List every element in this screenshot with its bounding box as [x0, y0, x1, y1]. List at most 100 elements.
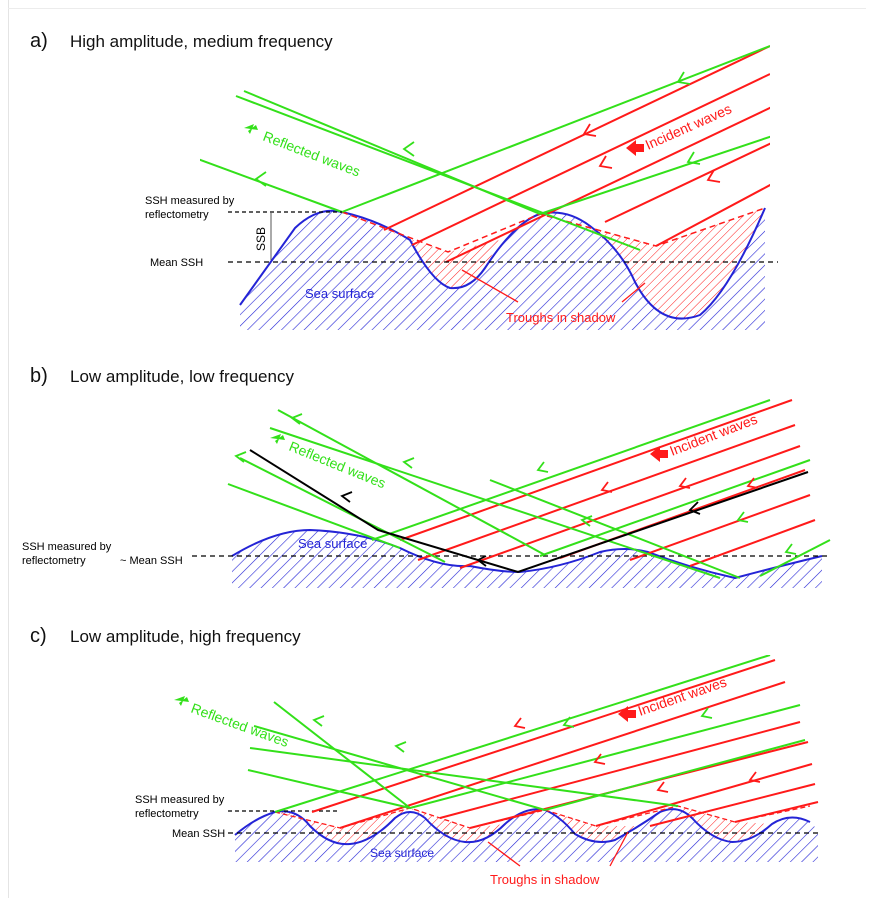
panel-b-reflected-ray: [227, 483, 401, 549]
panel-a-incident-ray: [383, 45, 770, 231]
panel-a-incident-arrow-icon: [626, 140, 644, 156]
panel-c-ssh-measured-label-2: reflectometry: [135, 808, 199, 820]
panel-b-incident-ray: [417, 424, 796, 561]
panel-b-black-arrowhead: [688, 501, 701, 515]
panel-b-reflected-arrowhead: [402, 457, 415, 469]
panel-c-incident-arrowhead-green: [562, 716, 575, 728]
panel-b-incident-arrow-icon: [650, 446, 668, 462]
panel-a-incident-ray-green: [341, 45, 770, 213]
panel-a-letter: a): [30, 30, 48, 52]
panel-b-incident-arrowhead-green: [536, 461, 549, 473]
panel-b-black-arrowhead: [340, 491, 353, 503]
page-frame-left: [8, 0, 9, 898]
panel-b-incident-ray: [459, 445, 801, 569]
panel-c-title: Low amplitude, high frequency: [70, 627, 301, 646]
panel-a-incident-ray: [655, 183, 770, 247]
panel-b-letter: b): [30, 365, 48, 387]
panel-a-heading: a) High amplitude, medium frequency: [30, 30, 333, 53]
panel-c-sea-body: [235, 809, 818, 862]
panel-c-incident-ray: [439, 721, 801, 819]
page-frame-top: [8, 8, 866, 9]
panel-c-incident-label: Incident waves: [636, 674, 729, 719]
panel-c-reflected-label: Reflected waves: [189, 700, 291, 750]
panel-b-incident-ray: [629, 494, 811, 561]
panel-b-incident-arrowhead-green: [784, 543, 797, 555]
panel-c-incident-ray: [595, 763, 813, 827]
panel-b-ssh-measured-label-2: reflectometry: [22, 555, 86, 567]
panel-a-sea-body: [240, 208, 765, 330]
panel-b-reflected-arrowhead: [290, 413, 303, 425]
panel-b-approx-mean-ssh-label: ~ Mean SSH: [120, 555, 183, 567]
panel-b-incident-ray: [399, 399, 793, 541]
panel-a-incident-ray: [445, 106, 770, 263]
panel-c-incident-arrowhead: [513, 717, 526, 729]
panel-c-incident-arrowhead: [656, 781, 669, 793]
panel-b-reflected-ray: [489, 479, 741, 579]
panel-c-reflected-ray: [247, 769, 411, 809]
panel-b-ssh-measured-label-1: SSH measured by: [22, 541, 112, 553]
panel-a-ssh-measured-label-2: reflectometry: [145, 209, 209, 221]
panel-c-troughs-label: Troughs in shadow: [490, 872, 600, 887]
panel-b-reflected-ray: [239, 457, 446, 563]
panel-a-diagram: Incident waves Reflected waves SSB SSH m…: [145, 45, 778, 330]
panel-b-black-arrowhead: [476, 555, 487, 567]
panel-a-incident-arrowhead: [582, 123, 597, 137]
panel-c-incident-ray-green: [274, 655, 771, 813]
panel-a-incident-arrowhead: [598, 155, 613, 169]
panel-c-incident-ray: [339, 681, 786, 829]
panel-b-incident-ray-green: [759, 539, 831, 577]
panel-c-trough-pointer: [487, 841, 521, 867]
panel-b-reflected-arrowhead: [580, 515, 593, 527]
panel-a-title: High amplitude, medium frequency: [70, 32, 333, 51]
panel-b-reflected-arrowhead: [234, 451, 247, 463]
panel-c-incident-ray: [734, 801, 819, 823]
panel-a-incident-arrowhead-green: [686, 151, 701, 165]
panel-b-sea-surface-label: Sea surface: [298, 536, 367, 551]
panel-c-reflected-arrowhead: [312, 715, 325, 727]
panel-c-ssh-measured-label-1: SSH measured by: [135, 794, 225, 806]
panel-c-incident-ray: [649, 783, 816, 827]
panel-a-mean-ssh-label: Mean SSH: [150, 257, 203, 269]
panel-a-reflected-arrowhead: [254, 171, 267, 187]
panel-b-incident-arrowhead: [600, 481, 613, 493]
panel-b-sea-body: [232, 530, 822, 588]
panel-c-trough-shadow: [275, 808, 410, 845]
panel-b-incident-arrowhead: [746, 477, 759, 489]
panel-b-title: Low amplitude, low frequency: [70, 367, 294, 386]
panel-c-letter: c): [30, 625, 47, 647]
panel-c-reflected-ray: [273, 701, 411, 809]
panel-c-incident-ray-green: [544, 739, 806, 811]
panel-b-incident-ray-green: [371, 399, 771, 541]
panel-a-sea-surface-line: [239, 207, 766, 320]
panel-a-incident-arrowhead: [706, 169, 721, 183]
panel-b-black-ray: [249, 449, 809, 574]
panel-a-sea-surface-label: Sea surface: [305, 286, 374, 301]
panel-a-reflected-label: Reflected waves: [261, 128, 363, 180]
panel-a-trough-pointer: [621, 282, 646, 303]
panel-c-sea-surface-line: [234, 808, 811, 846]
panel-a-incident-ray: [411, 73, 770, 246]
panel-c-reflected-ray: [249, 747, 679, 807]
panel-b-incident-ray: [689, 519, 816, 567]
panel-a-ssh-measured-label-1: SSH measured by: [145, 195, 235, 207]
panel-b-reflected-ray: [269, 427, 721, 579]
panel-c-incident-ray: [311, 659, 776, 813]
panel-a-incident-label: Incident waves: [643, 100, 734, 152]
panel-c-incident-arrowhead: [748, 771, 761, 783]
panel-c-reflected-arrowhead: [394, 741, 407, 753]
panel-c-trough-shadow: [678, 806, 772, 841]
panel-b-heading: b) Low amplitude, low frequency: [30, 365, 294, 388]
panel-c-incident-arrowhead: [593, 753, 606, 765]
panel-a-ssb-label: SSB: [254, 227, 268, 251]
panel-c-diagram: Incident waves Reflected waves SSH measu…: [135, 655, 820, 887]
panel-a-incident-ray-green: [539, 135, 770, 215]
panel-c-incident-arrowhead-green: [700, 707, 713, 719]
panel-c-sea-surface-label: Sea surface: [370, 846, 434, 860]
panel-a-troughs-label: Troughs in shadow: [506, 310, 616, 325]
panel-a-reflected-ray: [235, 95, 641, 251]
panel-c-trough-pointer: [609, 831, 629, 867]
panel-a-reflected-arrow-icon: [244, 124, 258, 134]
panel-a-trough-shadow-2: [585, 208, 765, 319]
panel-c-mean-ssh-label: Mean SSH: [172, 828, 225, 840]
